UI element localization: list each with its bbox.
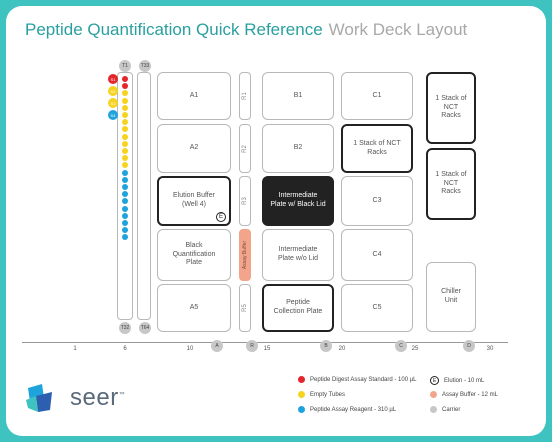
legend-label: Carrier — [442, 406, 461, 413]
legend-standard: Peptide Digest Assay Standard - 100 µL — [298, 376, 417, 383]
logo-word: seer — [70, 384, 119, 411]
tube-dot — [122, 133, 128, 140]
slot-r5[interactable]: R5 — [239, 284, 251, 332]
deck-axis — [22, 342, 508, 343]
tube-dot — [122, 90, 128, 97]
tube-dot — [122, 220, 128, 226]
slot-r2-label: R2 — [241, 144, 248, 153]
slot-c5[interactable]: C5 — [341, 284, 413, 332]
legend-elution: E Elution - 10 mL — [430, 376, 484, 385]
slot-nct-racks-d1[interactable]: 1 Stack of NCT Racks — [426, 72, 476, 144]
legend-carrier: Carrier — [430, 406, 460, 413]
legend-label: Empty Tubes — [310, 391, 346, 398]
slot-r1-label: R1 — [241, 92, 248, 100]
tube-dot — [122, 119, 128, 126]
tube-dot — [122, 198, 128, 205]
slot-c1[interactable]: C1 — [341, 72, 413, 120]
slot-a2[interactable]: A2 — [157, 124, 231, 173]
slot-intermediate-black-lid[interactable]: Intermediate Plate w/ Black Lid — [262, 176, 334, 226]
legend-salmon-swatch — [430, 391, 437, 398]
carrier-t32: T32 — [119, 322, 131, 334]
title-sub: Work Deck Layout — [328, 20, 468, 39]
tube-empty-1: S2 — [108, 86, 118, 96]
tube-rack-2 — [137, 72, 151, 320]
legend-reagent: Peptide Assay Reagent - 310 µL — [298, 406, 396, 413]
slot-chiller-unit[interactable]: Chiller Unit — [426, 262, 476, 332]
tube-dot — [122, 104, 128, 111]
slot-a1[interactable]: A1 — [157, 72, 231, 120]
legend-empty: Empty Tubes — [298, 391, 345, 398]
tube-dot — [122, 191, 128, 198]
legend-label: Peptide Assay Reagent - 310 µL — [310, 406, 397, 413]
tube-reagent-1: S4 — [108, 110, 118, 120]
carrier-t1: T1 — [119, 60, 131, 72]
tube-dot — [122, 76, 128, 82]
axis-tick: 10 — [186, 346, 194, 352]
tube-dot — [122, 162, 128, 169]
tube-dot — [122, 155, 128, 162]
legend-yellow-swatch — [298, 391, 305, 398]
slot-intermediate-no-lid[interactable]: Intermediate Plate w/o Lid — [262, 229, 334, 281]
slot-r3-label: R3 — [241, 197, 248, 205]
axis-tick: 25 — [411, 346, 419, 352]
page-title: Peptide Quantification Quick Reference Wo… — [25, 20, 467, 40]
legend-assay-buffer: Assay Buffer - 12 mL — [430, 391, 498, 398]
carrier-t33: T33 — [139, 60, 151, 72]
tube-dot — [122, 97, 128, 104]
axis-tick: 1 — [73, 346, 77, 352]
seer-logo-text: seer™ — [70, 384, 125, 412]
axis-tick: 15 — [263, 346, 271, 352]
axis-tick: 6 — [123, 346, 127, 352]
elution-marker: E — [216, 212, 226, 222]
tube-dot — [122, 176, 128, 183]
tube-dot — [122, 126, 128, 133]
slot-nct-racks-d2[interactable]: 1 Stack of NCT Racks — [426, 148, 476, 220]
tube-empty-2: S3 — [108, 98, 118, 108]
axis-tick: 30 — [486, 346, 494, 352]
legend-label: Assay Buffer - 12 mL — [442, 391, 498, 398]
seer-logo-icon — [26, 384, 52, 412]
slot-r2[interactable]: R2 — [239, 124, 251, 173]
slot-b1[interactable]: B1 — [262, 72, 334, 120]
legend-blue-swatch — [298, 406, 305, 413]
tube-dot — [122, 227, 128, 234]
axis-marker-d: D — [463, 340, 475, 352]
slot-quantification-plate[interactable]: Black Quantification Plate — [157, 229, 231, 281]
axis-marker-b: B — [320, 340, 332, 352]
tube-dot — [122, 184, 128, 190]
axis-marker-a: A — [211, 340, 223, 352]
slot-b2[interactable]: B2 — [262, 124, 334, 173]
tube-dot — [122, 212, 128, 219]
tube-dot — [122, 140, 128, 147]
legend-e-swatch: E — [430, 376, 439, 385]
slot-assay-buffer[interactable]: Assay Buffer — [239, 229, 251, 281]
title-main: Peptide Quantification Quick Reference — [25, 20, 323, 39]
legend-label: Elution - 10 mL — [444, 377, 485, 384]
tube-dot — [122, 205, 128, 212]
axis-marker-r: R — [246, 340, 258, 352]
axis-tick: 20 — [338, 346, 346, 352]
slot-nct-racks-c2[interactable]: 1 Stack of NCT Racks — [341, 124, 413, 173]
tube-dot — [122, 169, 128, 176]
tube-standard-1: S1 — [108, 74, 118, 84]
legend-gray-swatch — [430, 406, 437, 413]
logo-tm: ™ — [118, 392, 126, 398]
slot-peptide-collection[interactable]: Peptide Collection Plate — [262, 284, 334, 332]
carrier-t64: T64 — [139, 322, 151, 334]
slot-assay-buffer-label: Assay Buffer — [242, 240, 249, 270]
tube-dot — [122, 148, 128, 154]
slot-r5-label: R5 — [241, 304, 248, 312]
tube-dot — [122, 112, 128, 118]
legend-label: Peptide Digest Assay Standard - 100 µL — [310, 376, 417, 383]
seer-logo — [22, 382, 62, 421]
slot-r3[interactable]: R3 — [239, 176, 251, 226]
slot-c4[interactable]: C4 — [341, 229, 413, 281]
slot-c3[interactable]: C3 — [341, 176, 413, 226]
legend-red-swatch — [298, 376, 305, 383]
slot-a5[interactable]: A5 — [157, 284, 231, 332]
tube-dot — [122, 83, 128, 90]
tube-dot — [122, 234, 128, 241]
axis-marker-c: C — [395, 340, 407, 352]
slot-r1[interactable]: R1 — [239, 72, 251, 120]
